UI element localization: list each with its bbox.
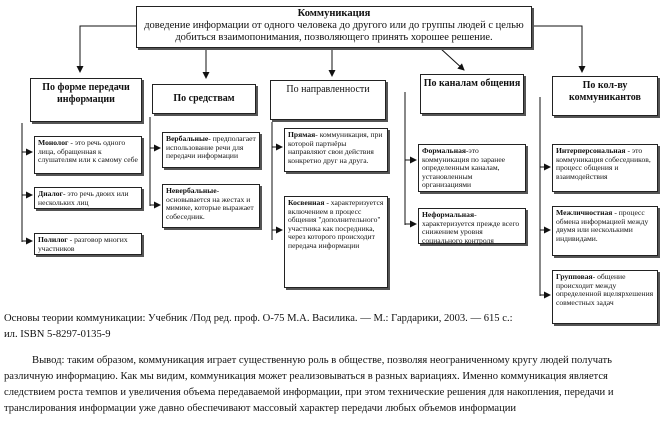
- arrow-root-kolvo: [532, 25, 586, 73]
- category-kolvo: По кол-ву коммуникантов: [552, 76, 658, 116]
- item-neformalnaya-text: - характеризуется прежде всего снижением…: [422, 210, 520, 245]
- conclusion-paragraph: Вывод: таким образом, коммуникация играе…: [4, 353, 666, 417]
- item-polilog-term: Полилог: [38, 235, 68, 244]
- item-neverbal: Невербальные- основывается на жестах и м…: [162, 184, 260, 228]
- item-mezhlichnostnaya-term: Межличностная: [556, 208, 613, 217]
- item-formalnaya-text: -это коммуникация по заранее определенны…: [422, 146, 506, 190]
- item-dialog-term: Диалог: [38, 189, 63, 198]
- arrow-root-forma: [76, 25, 136, 73]
- category-forma: По форме передачи информации: [30, 78, 142, 122]
- citation-line-2: ил. ISBN 5-8297-0135-9: [4, 329, 111, 340]
- item-verbal: Вербальные- предполагает использование р…: [162, 132, 260, 168]
- item-kosvennaya-text: - характеризуется включением в процесс о…: [288, 198, 384, 250]
- item-verbal-term: Вербальные: [166, 134, 209, 143]
- item-mezhlichnostnaya-text: - процесс обмена информацией между двумя…: [556, 208, 649, 243]
- item-mezhlichnostnaya: Межличностная - процесс обмена информаци…: [552, 206, 658, 256]
- citation: Основы теории коммуникации: Учебник /Под…: [4, 311, 666, 343]
- category-napravlennost: По направленности: [270, 80, 386, 120]
- item-pryamaya-term: Прямая: [288, 130, 316, 139]
- conclusion-line-2: различную информацию. Как мы видим, комм…: [4, 371, 608, 382]
- item-formalnaya-term: Формальная: [422, 146, 466, 155]
- category-kolvo-label: По кол-ву коммуникантов: [569, 80, 641, 103]
- item-interpersonal-text: - это коммуникация собеседников, процесс…: [556, 146, 651, 181]
- item-kosvennaya: Косвенная - характеризуется включением в…: [284, 196, 388, 288]
- category-kanaly: По каналам общения: [420, 74, 524, 114]
- item-monolog-text: - это речь одного лица, обращенная к слу…: [38, 138, 138, 165]
- item-formalnaya: Формальная-это коммуникация по заранее о…: [418, 144, 526, 192]
- item-gruppovaya: Групповая- общение происходит между опре…: [552, 270, 658, 324]
- item-pryamaya: Прямая- коммуникация, при которой партнё…: [284, 128, 388, 172]
- item-interpersonal-term: Интерперсональная: [556, 146, 626, 155]
- item-pryamaya-text: - коммуникация, при которой партнёры нап…: [288, 130, 383, 165]
- item-gruppovaya-term: Групповая: [556, 272, 593, 281]
- conclusion-line-1: Вывод: таким образом, коммуникация играе…: [32, 355, 612, 366]
- item-neverbal-text: - основывается на жестах и мимике, котор…: [166, 186, 254, 221]
- root-communication-box: Коммуникация доведение информации от одн…: [136, 6, 532, 48]
- category-sredstva: По средствам: [152, 84, 256, 114]
- category-forma-label: По форме передачи информации: [42, 82, 130, 105]
- conclusion-line-3: следствием роста темпов и увеличения объ…: [4, 387, 614, 398]
- item-monolog-term: Монолог: [38, 138, 69, 147]
- root-definition: доведение информации от одного человека …: [144, 20, 524, 43]
- category-kanaly-label: По каналам общения: [423, 78, 521, 89]
- root-title: Коммуникация: [297, 8, 371, 19]
- item-verbal-text: - предполагает использование речи для пе…: [166, 134, 256, 161]
- category-napravlennost-label: По направленности: [286, 84, 370, 95]
- item-monolog: Монолог - это речь одного лица, обращенн…: [34, 136, 142, 174]
- item-neverbal-term: Невербальные: [166, 186, 217, 195]
- item-polilog: Полилог - разговор многих участников: [34, 233, 142, 255]
- item-neformalnaya-term: Неформальная: [422, 210, 475, 219]
- item-polilog-text: - разговор многих участников: [38, 235, 128, 253]
- item-gruppovaya-text: - общение происходит между определенной …: [556, 272, 654, 307]
- category-sredstva-label: По средствам: [173, 93, 235, 104]
- item-kosvennaya-term: Косвенная: [288, 198, 325, 207]
- item-neformalnaya: Неформальная- характеризуется прежде все…: [418, 208, 526, 245]
- item-dialog: Диалог- это речь двоих или нескольких ли…: [34, 187, 142, 209]
- citation-line-1: Основы теории коммуникации: Учебник /Под…: [4, 313, 513, 324]
- item-interpersonal: Интерперсональная - это коммуникация соб…: [552, 144, 658, 192]
- item-dialog-text: - это речь двоих или нескольких лиц: [38, 189, 129, 207]
- arrow-root-kanaly: [439, 47, 465, 71]
- conclusion-line-4: транслирования информации уже давно обес…: [4, 403, 517, 414]
